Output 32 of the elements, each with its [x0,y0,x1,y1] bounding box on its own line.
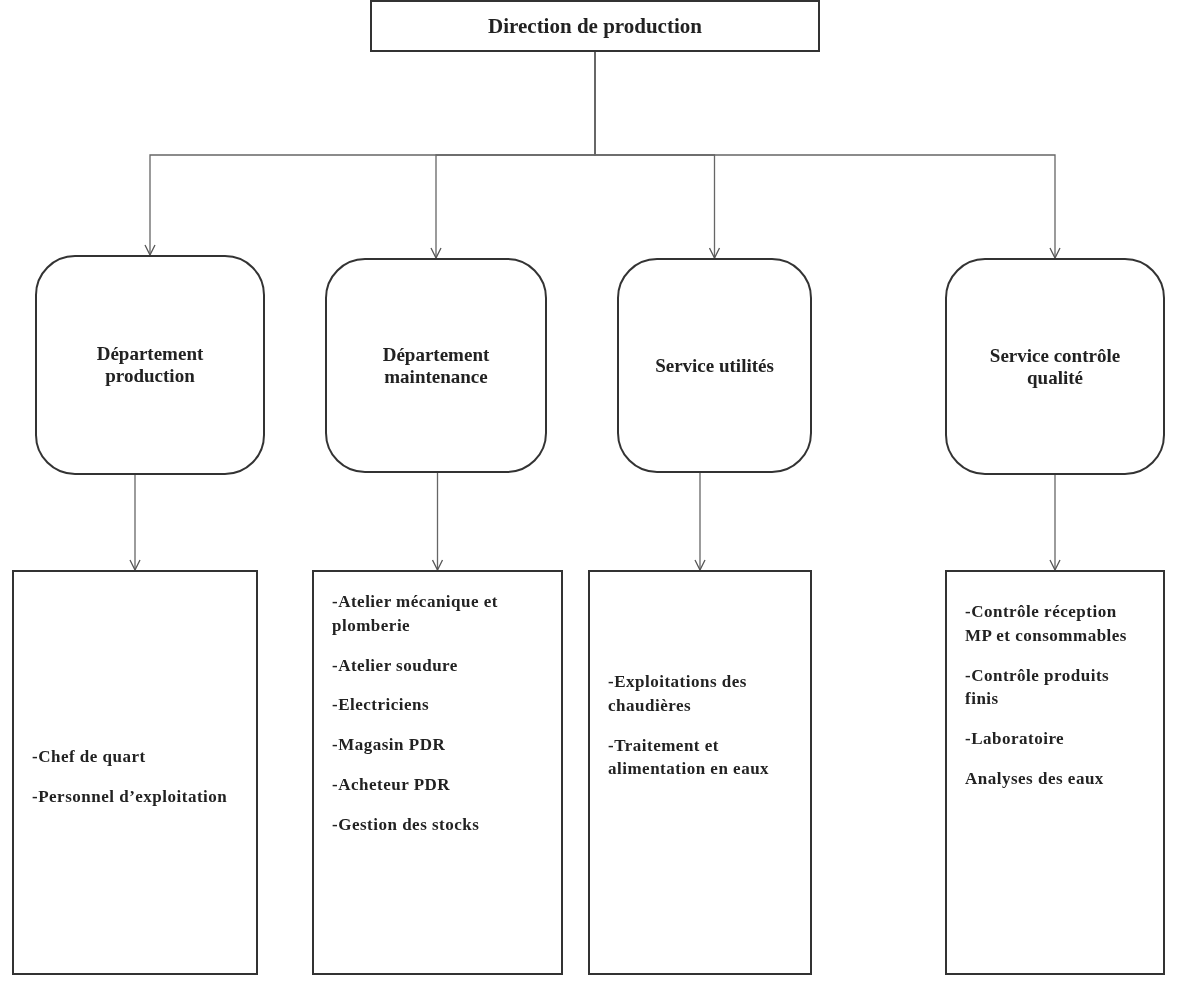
department-box [945,258,1165,475]
task-list-box [312,570,563,975]
box-title: Service utilités [655,354,774,377]
department-box [35,255,265,475]
list-item: -Laboratoire [965,728,1065,751]
list-item: -Atelier mécanique et plomberie [332,591,499,637]
box-title: Département production [95,343,205,387]
department-box [617,258,812,473]
header-box [370,0,820,52]
list-item: -Contrôle réception MP et consommables [965,601,1128,647]
list-item: -Atelier soudure [332,654,458,677]
list-item: -Traitement et alimentation en eaux [608,734,771,781]
box-title: Département maintenance [381,343,491,388]
arrow [431,472,444,571]
arrow [694,472,706,571]
task-list-box [588,570,812,975]
box-title: Direction de production [488,13,702,39]
list-item: -Chef de quart [32,746,146,768]
list-item: -Magasin PDR [332,734,446,757]
list-item: -Personnel d’exploitation [32,785,228,808]
list-item: -Exploitations des chaudières [608,671,748,717]
task-list-box [945,570,1165,975]
arrow [129,474,141,571]
list-item: -Electriciens [332,694,430,717]
list-item: -Acheteur PDR [332,774,451,796]
box-title: Service contrôle qualité [988,344,1122,389]
list-item: -Gestion des stocks [332,813,480,836]
task-list-box [12,570,258,975]
list-item: -Contrôle produits finis [965,664,1111,711]
department-box [325,258,547,473]
list-item: Analyses des eaux [965,768,1104,790]
arrow [1049,474,1061,571]
